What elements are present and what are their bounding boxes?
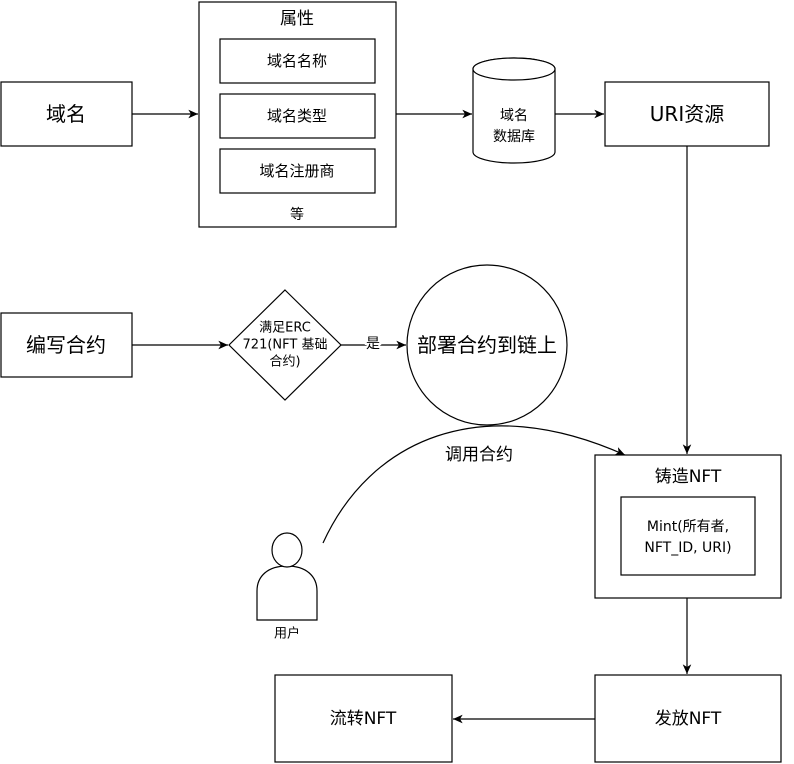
arrow-user-calls-contract (322, 425, 626, 544)
attribute-item-label: 域名类型 (267, 107, 327, 125)
attribute-item-registrar: 域名注册商 (219, 148, 376, 194)
check-label-line: 合约) (269, 355, 300, 370)
node-deploy-label: 部署合约到链上 (417, 333, 557, 357)
check-label-line: 满足ERC (259, 321, 311, 336)
node-transfer-label: 流转NFT (330, 709, 397, 729)
node-check-erc721: 满足ERC 721(NFT 基础 合约) (228, 289, 342, 401)
mint-title: 铸造NFT (655, 467, 722, 487)
node-write-contract-label: 编写合约 (26, 333, 106, 357)
user-head-icon (271, 532, 303, 568)
attribute-item-type: 域名类型 (219, 93, 376, 139)
node-write-contract: 编写合约 (0, 312, 133, 378)
user-label: 用户 (274, 626, 300, 642)
attribute-item-label: 域名名称 (267, 52, 327, 70)
node-attributes: 属性 域名名称 域名类型 域名注册商 等 (198, 1, 397, 228)
database-label-line: 域名 (500, 108, 528, 124)
node-uri: URI资源 (604, 81, 770, 147)
attributes-title: 属性 (280, 9, 314, 29)
call-contract-label: 调用合约 (445, 445, 513, 465)
node-database: 域名 数据库 (472, 57, 556, 164)
node-domain-label: 域名 (46, 102, 86, 126)
database-label-line: 数据库 (493, 129, 535, 145)
node-deploy: 部署合约到链上 (406, 264, 568, 426)
attributes-more: 等 (290, 206, 304, 223)
mint-function-box (620, 496, 756, 576)
node-transfer: 流转NFT (274, 674, 453, 763)
yes-label: 是 (366, 336, 380, 352)
node-domain: 域名 (0, 81, 133, 147)
user-icon (256, 565, 318, 621)
node-issue-label: 发放NFT (655, 709, 722, 729)
mint-function-line: Mint(所有者, (647, 519, 729, 535)
node-mint: 铸造NFT Mint(所有者, NFT_ID, URI) (594, 454, 782, 599)
check-label-line: 721(NFT 基础 (243, 338, 328, 353)
node-user: 用户 (256, 532, 318, 642)
node-uri-label: URI资源 (650, 102, 724, 126)
node-issue: 发放NFT (594, 674, 782, 763)
attribute-item-label: 域名注册商 (259, 162, 334, 180)
attribute-item-name: 域名名称 (219, 38, 376, 84)
mint-function-line: NFT_ID, URI) (644, 540, 731, 556)
